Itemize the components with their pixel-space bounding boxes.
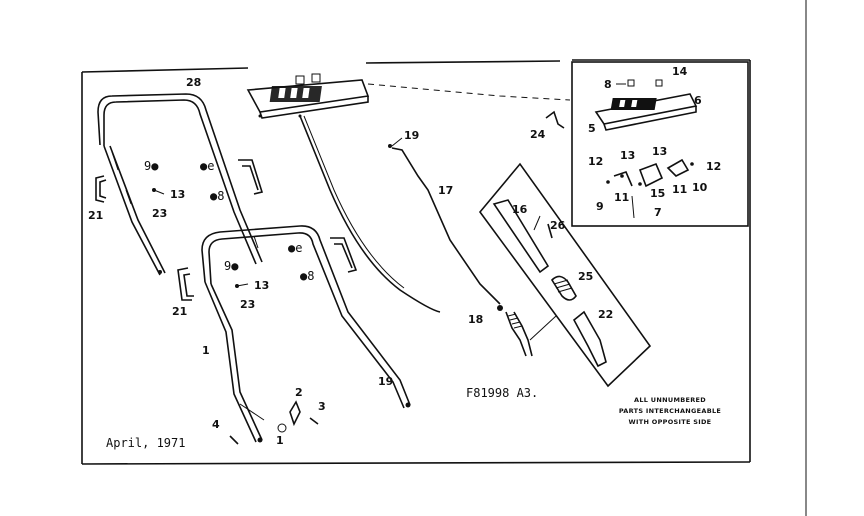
- label-16: 16: [512, 203, 528, 216]
- label-13: 13: [620, 149, 635, 162]
- label-3: 3: [318, 400, 326, 413]
- label-13: 13: [652, 145, 667, 158]
- label-19: 19: [378, 375, 393, 388]
- label-23: 23: [152, 207, 167, 220]
- label-9: 9: [596, 200, 604, 213]
- label-28: 28: [186, 76, 201, 89]
- inset-detail-box: [571, 61, 749, 227]
- label-21: 21: [172, 305, 187, 318]
- diagram-frame: [81, 0, 807, 516]
- label-8: 8: [604, 78, 612, 91]
- label-25: 25: [578, 270, 593, 283]
- svg-text:●e: ●e: [200, 159, 214, 173]
- label-10: 10: [692, 181, 708, 194]
- note-line-2: PARTS INTERCHANGEABLE: [619, 407, 721, 415]
- control-cable: [299, 115, 441, 313]
- interchangeable-note: ALL UNNUMBERED PARTS INTERCHANGEABLE WIT…: [619, 396, 721, 426]
- control-panel: [246, 73, 370, 119]
- svg-text:●e: ●e: [288, 241, 302, 255]
- label-13: 13: [170, 188, 185, 201]
- label-21: 21: [88, 209, 103, 222]
- label-14: 14: [672, 65, 688, 78]
- bracket-21-lower: [177, 237, 358, 301]
- lower-handle-1: [201, 225, 411, 443]
- svg-text:●8: ●8: [300, 269, 314, 283]
- date-caption: April, 1971: [106, 436, 185, 450]
- label-5: 5: [588, 122, 596, 135]
- lever-assembly-box: [478, 162, 652, 388]
- svg-text:9●: 9●: [224, 259, 239, 273]
- label-11: 11: [614, 191, 629, 204]
- note-line-1: ALL UNNUMBERED: [634, 396, 706, 404]
- label-19: 19: [404, 129, 419, 142]
- label-1: 1: [202, 344, 210, 357]
- svg-text:9●: 9●: [144, 159, 159, 173]
- label-7: 7: [654, 206, 662, 219]
- inset-contents: [594, 79, 698, 219]
- label-24: 24: [530, 128, 546, 141]
- label-22: 22: [598, 308, 613, 321]
- label-26: 26: [550, 219, 566, 232]
- leader-dashed: [367, 83, 571, 101]
- label-4: 4: [212, 418, 220, 431]
- part-24: [545, 110, 565, 129]
- label-12: 12: [706, 160, 721, 173]
- label-1: 1: [276, 434, 284, 447]
- label-12: 12: [588, 155, 603, 168]
- pin-and-clip: [229, 400, 319, 445]
- label-13: 13: [254, 279, 269, 292]
- bolts-and-nuts: 9● ●e ●8 9● ●e ●8: [144, 159, 314, 288]
- control-rod-17: [388, 137, 501, 305]
- svg-text:●8: ●8: [210, 189, 224, 203]
- upper-handle-28: [97, 93, 263, 276]
- figure-code: F81998 A3.: [466, 386, 538, 400]
- label-17: 17: [438, 184, 453, 197]
- bracket-21-upper: [95, 159, 264, 203]
- label-18: 18: [468, 313, 483, 326]
- note-line-3: WITH OPPOSITE SIDE: [629, 418, 712, 426]
- label-15: 15: [650, 187, 665, 200]
- label-23: 23: [240, 298, 255, 311]
- part-18-spring: [497, 305, 557, 357]
- part-labels: 28 13 23 21 13 23 21 1 19 2 3 4 1 19 17 …: [88, 65, 721, 447]
- label-11: 11: [672, 183, 687, 196]
- label-6: 6: [694, 94, 702, 107]
- label-2: 2: [295, 386, 303, 399]
